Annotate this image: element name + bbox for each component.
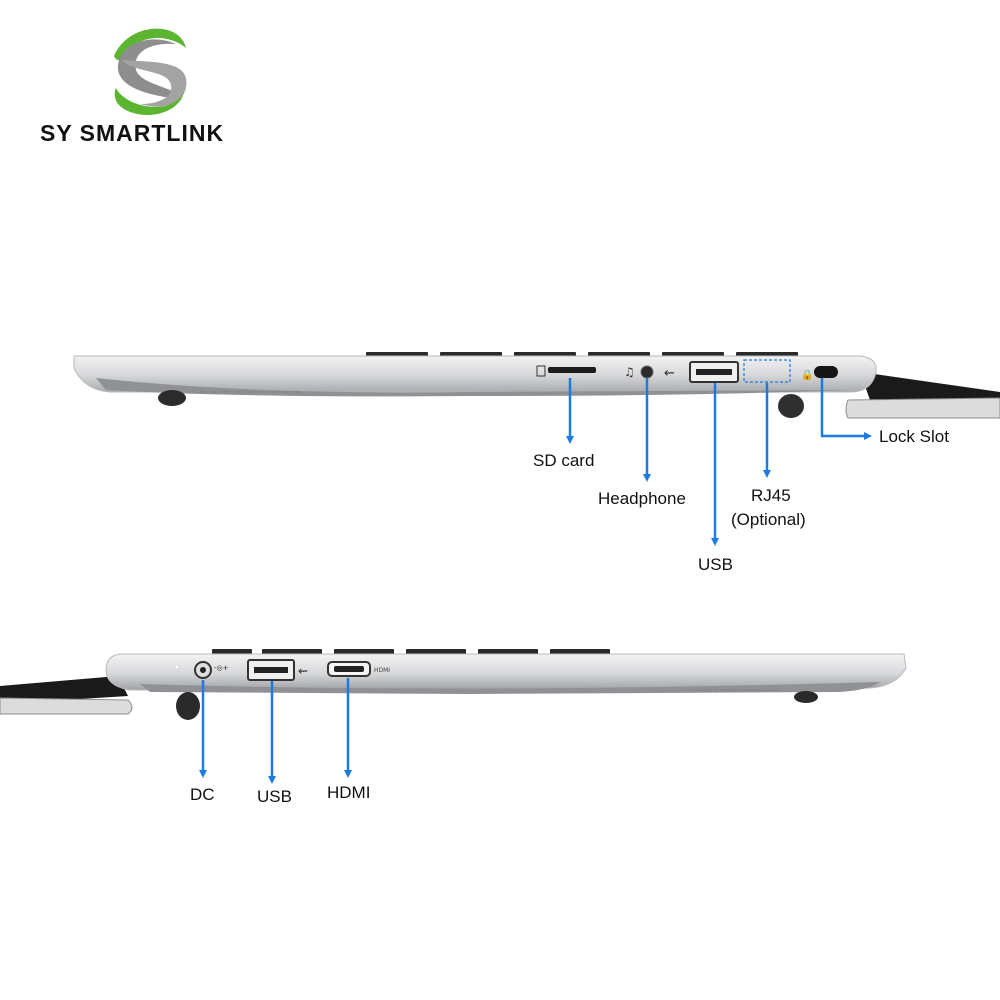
sd-card-slot bbox=[548, 367, 596, 373]
brand-name: SY SMARTLINK bbox=[40, 120, 225, 146]
foot-left-side bbox=[176, 692, 200, 720]
laptop-body-left bbox=[105, 653, 907, 691]
lid-panel-left bbox=[0, 697, 133, 715]
lock-icon: 🔒 bbox=[801, 369, 813, 381]
body-bottom-left bbox=[140, 682, 880, 694]
callout-arrows-right bbox=[566, 378, 872, 546]
label-sd-card: SD card bbox=[533, 451, 595, 470]
hdmi-mark: HDMI bbox=[374, 667, 390, 674]
lock-slot bbox=[814, 366, 838, 378]
laptop-body bbox=[73, 355, 877, 393]
lid-panel bbox=[845, 397, 1000, 419]
label-headphone: Headphone bbox=[598, 489, 686, 508]
headphone-icon: ♫ bbox=[624, 365, 635, 379]
foot-left bbox=[158, 390, 186, 406]
dc-icon: -◎+ bbox=[214, 664, 229, 672]
lid-hinge-left bbox=[0, 676, 128, 704]
usb-icon-left: ⇜ bbox=[298, 664, 308, 678]
usb-port-tongue-left bbox=[254, 667, 288, 673]
label-usb-left: USB bbox=[257, 787, 292, 806]
rj45-placeholder bbox=[743, 359, 791, 383]
label-rj45: RJ45 bbox=[751, 486, 791, 505]
foot-right bbox=[778, 394, 804, 418]
sd-card-icon bbox=[536, 365, 546, 377]
foot-right-side bbox=[794, 691, 818, 703]
label-lock-slot: Lock Slot bbox=[879, 427, 949, 446]
label-dc: DC bbox=[190, 785, 215, 804]
label-usb-right: USB bbox=[698, 555, 733, 574]
status-led bbox=[174, 664, 180, 670]
label-hdmi: HDMI bbox=[327, 783, 371, 802]
usb-icon: ⇜ bbox=[664, 366, 675, 381]
hdmi-port-inner bbox=[334, 666, 364, 672]
dc-jack-pin bbox=[200, 667, 206, 673]
callout-arrows-left bbox=[199, 678, 352, 784]
label-rj45-note: (Optional) bbox=[731, 510, 806, 529]
keyboard-keys-left bbox=[212, 649, 610, 654]
usb-port-tongue bbox=[696, 369, 732, 375]
